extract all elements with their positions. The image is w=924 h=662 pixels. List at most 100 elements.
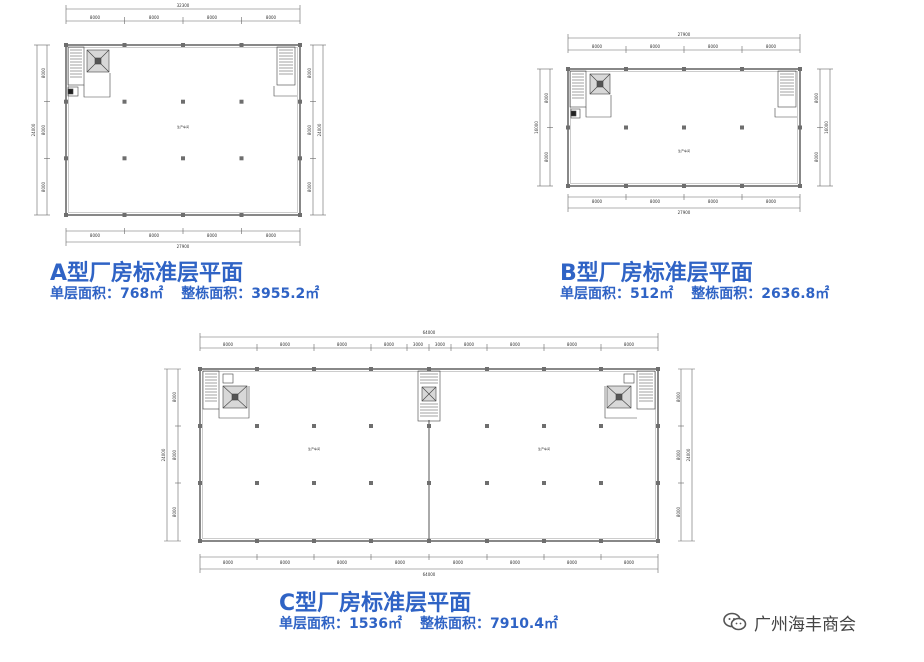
plan-a-column xyxy=(181,43,185,47)
plan-c-columns xyxy=(198,367,660,543)
plan-c-top-seg: 3000 xyxy=(435,342,446,347)
plan-a-top-seg: 8000 xyxy=(266,15,277,20)
plan-a-column xyxy=(181,99,185,104)
plan-c-column xyxy=(369,539,373,543)
plan-c-column xyxy=(198,539,202,543)
plan-c-top-total: 64000 xyxy=(423,330,436,335)
plan-c-column xyxy=(198,367,202,371)
plan-b-column xyxy=(740,184,744,188)
plan-b-bottom-seg: 8000 xyxy=(708,199,719,204)
plan-c-column xyxy=(542,539,546,543)
plan-c-bottom-seg: 8000 xyxy=(280,560,291,565)
plan-c-column xyxy=(485,367,489,371)
plan-a-bottom-seg: 8000 xyxy=(90,233,101,238)
plan-c-top-seg: 8000 xyxy=(624,342,635,347)
plan-b-title: B型厂房标准层平面 xyxy=(560,261,753,286)
plan-c-column xyxy=(312,424,316,428)
plan-a-column xyxy=(298,156,302,161)
plan-c-column xyxy=(427,539,431,543)
plan-a-column xyxy=(64,213,68,217)
plan-a-column xyxy=(239,99,244,104)
plan-c-top-seg: 8000 xyxy=(464,342,475,347)
plan-c-column xyxy=(599,424,603,428)
plan-c-column xyxy=(656,481,660,485)
plan-a-single-area: 单层面积：768㎡ xyxy=(50,286,164,302)
plan-a-column xyxy=(122,213,127,217)
plan-b-left-seg: 8000 xyxy=(544,92,549,103)
plan-c-room-label-left: 生产车间 xyxy=(308,446,320,451)
plan-c-stair-core-middle xyxy=(417,370,441,422)
plan-c-bottom-seg: 8000 xyxy=(510,560,521,565)
plan-b-column xyxy=(798,125,802,130)
plan-c-right-seg: 8000 xyxy=(676,449,681,460)
wechat-icon xyxy=(723,612,747,631)
plan-c-column xyxy=(369,367,373,371)
plan-c-top-seg: 8000 xyxy=(510,342,521,347)
plan-c-dimensions xyxy=(164,333,695,573)
plan-b-right-total: 16000 xyxy=(824,121,829,134)
plan-a-column xyxy=(122,156,127,161)
plan-a-column xyxy=(122,43,127,47)
plan-c-column xyxy=(599,539,603,543)
plan-b-bottom-seg: 8000 xyxy=(650,199,661,204)
plan-b-stair-core-right xyxy=(774,70,797,118)
floor-plan-c: 64000 8000 8000 8000 8000 3000 3000 8000… xyxy=(161,330,695,577)
plan-b-column xyxy=(740,125,744,130)
plan-c-column xyxy=(542,424,546,428)
plan-c-column xyxy=(427,367,431,371)
plan-c-column xyxy=(198,424,202,428)
plan-c-column xyxy=(369,424,373,428)
plan-c-column xyxy=(656,424,660,428)
plan-b-column xyxy=(740,67,744,71)
plan-b-column xyxy=(798,67,802,71)
plan-b-column xyxy=(682,67,686,71)
plan-c-column xyxy=(255,424,259,428)
plan-c-top-seg: 8000 xyxy=(384,342,395,347)
plan-b-inner-wall xyxy=(570,71,798,184)
plan-a-inner-wall xyxy=(68,47,298,213)
plan-c-column xyxy=(255,539,259,543)
plan-a-top-seg: 8000 xyxy=(207,15,218,20)
plan-c-column xyxy=(312,539,316,543)
floor-plan-b: 27900 8000 8000 8000 8000 8000 8000 8000… xyxy=(534,32,833,215)
plan-a-bottom-seg: 8000 xyxy=(149,233,160,238)
plan-a-column xyxy=(298,43,302,47)
plan-b-columns xyxy=(566,67,802,188)
plan-c-left-total: 24000 xyxy=(161,448,166,461)
plan-a-column xyxy=(181,213,185,217)
plan-c-column xyxy=(542,367,546,371)
plan-b-column xyxy=(566,184,570,188)
plan-c-single-area: 单层面积：1536㎡ xyxy=(279,616,402,632)
plan-a-column xyxy=(239,213,244,217)
plan-a-stair-core-left xyxy=(67,46,111,98)
plan-c-column xyxy=(599,367,603,371)
plan-a-left-seg: 8000 xyxy=(41,181,46,192)
plan-a-room-label: 生产车间 xyxy=(177,124,189,129)
plan-c-column xyxy=(369,481,373,485)
plan-c-top-seg: 8000 xyxy=(337,342,348,347)
plan-a-column xyxy=(64,99,68,104)
plan-a-columns xyxy=(64,43,302,217)
plan-b-top-seg: 8000 xyxy=(592,44,603,49)
plan-a-bottom-seg: 8000 xyxy=(207,233,218,238)
plan-c-column xyxy=(599,481,603,485)
plan-c-bottom-seg: 8000 xyxy=(567,560,578,565)
plan-a-column xyxy=(298,99,302,104)
plan-a-column xyxy=(64,156,68,161)
plan-a-dimensions xyxy=(34,5,326,246)
plan-b-left-total: 16000 xyxy=(534,121,539,134)
plan-c-bottom-seg: 8000 xyxy=(453,560,464,565)
plan-c-right-seg: 8000 xyxy=(676,506,681,517)
plan-b-top-seg: 8000 xyxy=(650,44,661,49)
plan-c-stair-core-right xyxy=(604,370,656,419)
plan-c-column xyxy=(312,367,316,371)
plan-c-top-seg: 8000 xyxy=(567,342,578,347)
plan-a-right-seg: 8000 xyxy=(307,124,312,135)
plan-c-top-seg: 8000 xyxy=(223,342,234,347)
plan-b-column xyxy=(566,125,570,130)
plan-a-left-seg: 8000 xyxy=(41,124,46,135)
plan-c-column xyxy=(255,367,259,371)
plan-b-room-label: 生产车间 xyxy=(678,148,690,153)
plan-a-total-area: 整栋面积：3955.2㎡ xyxy=(181,286,320,302)
